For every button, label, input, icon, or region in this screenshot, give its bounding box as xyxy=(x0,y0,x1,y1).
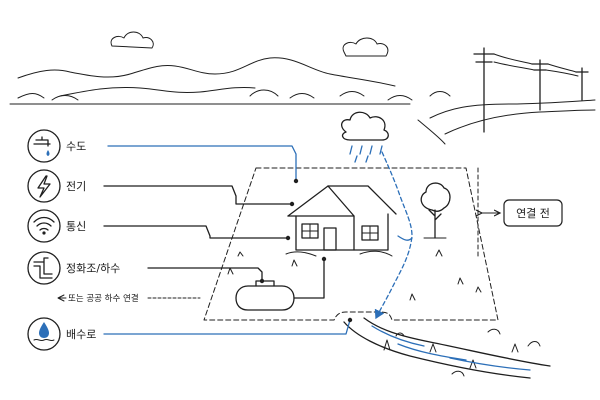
before-connection-label: 연결 전 xyxy=(516,207,550,220)
clouds xyxy=(110,31,389,57)
wifi-icon xyxy=(33,216,55,235)
tree xyxy=(420,182,451,239)
faucet-icon xyxy=(33,136,51,156)
power-icon-circle xyxy=(27,169,61,203)
septic-label: 정화조/하수 xyxy=(66,261,120,275)
house xyxy=(285,185,397,257)
grass xyxy=(227,249,541,377)
runoff-swirl xyxy=(397,235,413,241)
water-label: 수도 xyxy=(66,140,86,153)
power-poles xyxy=(473,47,589,133)
telecom-icon-circle xyxy=(27,209,61,243)
connection-lines xyxy=(57,145,353,335)
septic-tank xyxy=(235,280,295,311)
runoff-path xyxy=(374,151,413,320)
background-hills xyxy=(9,57,451,105)
sewer-note-label: 또는 공공 하수 연결 xyxy=(68,293,139,304)
pipe-icon xyxy=(33,257,53,279)
drainage-stream xyxy=(343,317,551,379)
water-drop-icon xyxy=(33,322,55,342)
road xyxy=(417,99,596,145)
power-label: 전기 xyxy=(66,180,86,193)
lightning-icon xyxy=(37,175,51,198)
before-connection-bracket xyxy=(478,167,563,259)
property-boundary xyxy=(203,167,499,321)
rain-cloud xyxy=(341,111,389,163)
drainage-label: 배수로 xyxy=(66,328,96,341)
telecom-label: 통신 xyxy=(66,220,86,233)
water-icon-circle xyxy=(27,129,61,163)
